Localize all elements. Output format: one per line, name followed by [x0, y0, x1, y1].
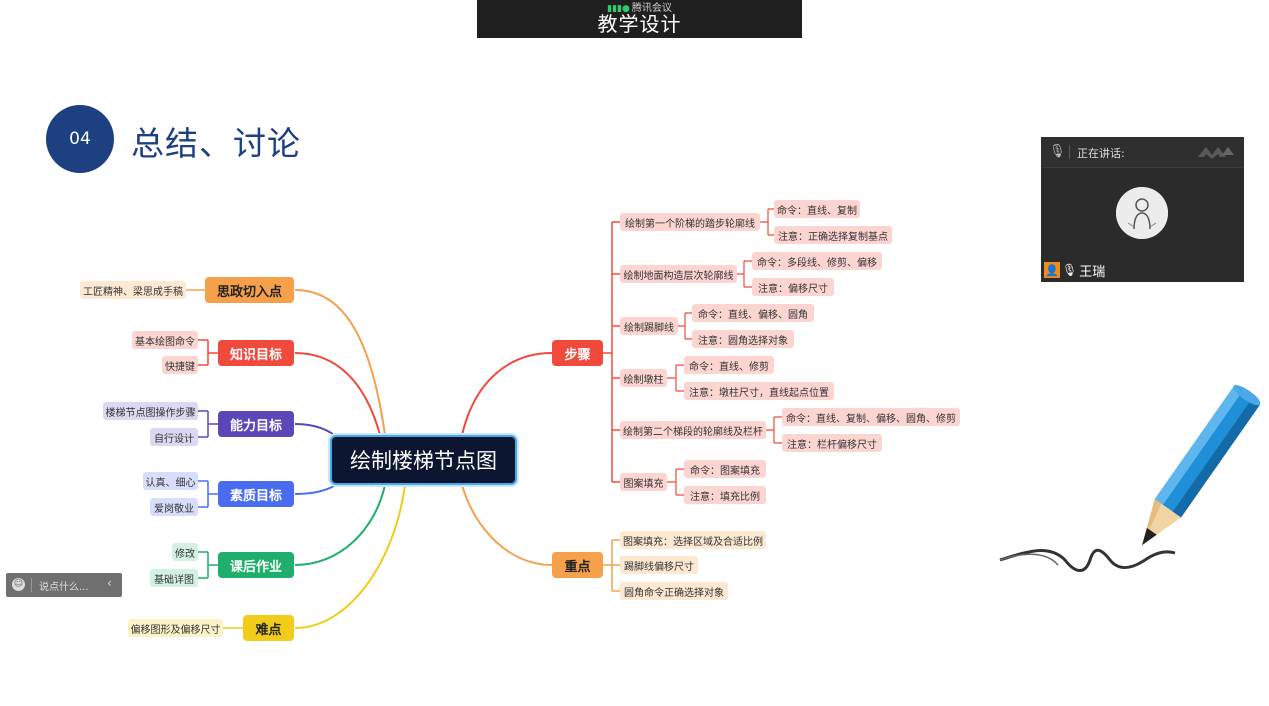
leaf-knowledge-2: 快捷键	[162, 356, 198, 374]
participant-name: 王瑞	[1079, 264, 1106, 280]
step-3-note: 注意：圆角选择对象	[692, 330, 794, 348]
signal-icon: ▮▮▮●	[607, 4, 630, 14]
step-4-command: 命令：直线、修剪	[684, 356, 774, 374]
meeting-app-label: ▮▮▮●腾讯会议	[607, 3, 672, 14]
step-5: 绘制第二个梯段的轮廓线及栏杆	[620, 421, 766, 439]
leaf-difficulty: 偏移图形及偏移尺寸	[128, 619, 223, 637]
leaf-ideology: 工匠精神、梁思成手稿	[80, 281, 186, 299]
divider	[31, 578, 32, 592]
step-6: 图案填充	[620, 473, 667, 491]
participant-mic-icon: 🎙	[1062, 263, 1078, 277]
participant-name-bar: 👤 🎙 王瑞	[1044, 261, 1106, 280]
meeting-logo-icon	[1198, 147, 1234, 159]
branch-homework: 课后作业	[218, 552, 294, 578]
divider	[1069, 145, 1070, 159]
step-6-note: 注意：填充比例	[684, 486, 766, 504]
microphone-icon: 🎙	[1049, 144, 1066, 159]
speaker-video-panel[interactable]: 🎙 正在讲话: 👤 🎙 王瑞	[1041, 137, 1244, 282]
mindmap-center-node: 绘制楼梯节点图	[330, 435, 517, 485]
branch-quality: 素质目标	[218, 481, 294, 507]
branch-steps: 步骤	[552, 340, 603, 366]
chat-input-placeholder[interactable]: 说点什么...	[39, 582, 89, 593]
branch-ideology: 思政切入点	[205, 277, 294, 303]
banner-title: 教学设计	[597, 12, 682, 36]
chat-input-bar[interactable]: ☺ 说点什么... ‹	[6, 573, 122, 597]
key-point-3: 圆角命令正确选择对象	[620, 582, 728, 600]
branch-difficulty: 难点	[243, 615, 294, 641]
step-5-note: 注意：栏杆偏移尺寸	[782, 434, 882, 452]
branch-ability: 能力目标	[218, 411, 294, 437]
collapse-arrow-icon[interactable]: ‹	[107, 576, 112, 590]
speaking-label: 正在讲话:	[1077, 147, 1125, 160]
leaf-homework-1: 修改	[172, 543, 198, 561]
branch-key-points: 重点	[552, 552, 603, 578]
video-header: 🎙 正在讲话:	[1041, 137, 1244, 168]
step-6-command: 命令：图案填充	[684, 460, 766, 478]
step-4-note: 注意：墩柱尺寸，直线起点位置	[684, 382, 834, 400]
leaf-homework-2: 基础详图	[150, 569, 198, 587]
participant-avatar	[1116, 187, 1168, 239]
meeting-banner: ▮▮▮●腾讯会议 教学设计	[477, 0, 802, 38]
pencil-illustration	[999, 384, 1260, 572]
leaf-quality-2: 爱岗敬业	[150, 498, 198, 516]
step-4: 绘制墩柱	[620, 369, 667, 387]
section-title: 总结、讨论	[131, 124, 301, 163]
branch-knowledge: 知识目标	[218, 340, 294, 366]
leaf-ability-1: 楼梯节点图操作步骤	[103, 402, 198, 420]
leaf-quality-1: 认真、细心	[143, 472, 198, 490]
step-1-note: 注意：正确选择复制基点	[774, 226, 892, 244]
leaf-knowledge-1: 基本绘图命令	[132, 331, 198, 349]
leaf-ability-2: 自行设计	[150, 428, 198, 446]
step-5-command: 命令：直线、复制、偏移、圆角、修剪	[782, 408, 960, 426]
step-1: 绘制第一个阶梯的踏步轮廓线	[620, 213, 760, 231]
step-3-command: 命令：直线、偏移、圆角	[692, 304, 814, 322]
step-2: 绘制地面构造层次轮廓线	[620, 265, 737, 283]
key-point-1: 图案填充：选择区域及合适比例	[620, 531, 766, 549]
section-number-badge: 04	[46, 105, 114, 173]
step-3: 绘制踢脚线	[620, 317, 678, 335]
step-1-command: 命令：直线、复制	[774, 200, 860, 218]
step-2-command: 命令：多段线、修剪、偏移	[752, 252, 882, 270]
emoji-icon[interactable]: ☺	[12, 578, 25, 591]
person-icon: 👤	[1044, 262, 1060, 278]
key-point-2: 踢脚线偏移尺寸	[620, 556, 698, 574]
step-2-note: 注意：偏移尺寸	[752, 278, 834, 296]
